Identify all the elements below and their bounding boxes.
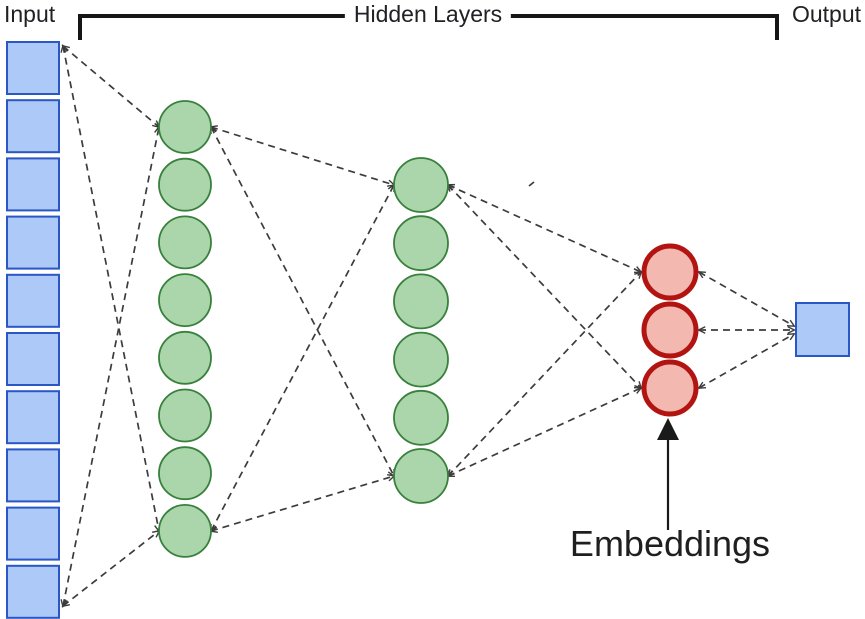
connection-line xyxy=(446,386,643,478)
connection-line xyxy=(209,125,396,187)
input-node xyxy=(6,390,60,445)
hidden-layer-1-node xyxy=(158,504,212,558)
input-node xyxy=(6,41,60,95)
network-nodes xyxy=(6,41,850,619)
connection-line xyxy=(60,125,162,608)
hidden-layer-2-node xyxy=(393,331,449,388)
input-node xyxy=(6,273,60,328)
connection-line xyxy=(209,474,396,533)
embedding-node xyxy=(641,301,699,359)
output-layer-label: Output xyxy=(791,1,861,27)
input-node xyxy=(6,564,60,619)
hidden-layers-label: Hidden Layers xyxy=(344,1,512,27)
hidden-layer-1-node xyxy=(158,157,212,212)
connection-line xyxy=(446,270,643,478)
hidden-layer-1-node xyxy=(158,215,212,270)
hidden-layer-1-node xyxy=(158,388,212,443)
stray-mark xyxy=(528,181,535,187)
connection-line xyxy=(210,125,395,478)
embeddings-label: Embeddings xyxy=(569,523,771,564)
input-layer-label: Input xyxy=(4,1,56,27)
input-node xyxy=(6,506,60,561)
connections xyxy=(60,44,797,608)
connection-line xyxy=(697,271,796,327)
input-node xyxy=(6,448,60,503)
embeddings-arrowhead xyxy=(657,418,679,440)
input-node xyxy=(6,157,60,212)
connection-line xyxy=(697,333,796,389)
hidden-layer-2-node xyxy=(393,157,449,213)
connection-line xyxy=(61,44,161,129)
connection-line xyxy=(210,183,395,533)
hidden-layer-1-node xyxy=(158,330,212,385)
input-node xyxy=(6,215,60,270)
connection-line xyxy=(61,529,161,608)
hidden-layer-2-node xyxy=(393,448,449,504)
hidden-layer-1-node xyxy=(158,100,212,154)
connection-line xyxy=(446,183,643,274)
hidden-layer-2-node xyxy=(393,215,449,272)
input-node xyxy=(6,99,60,154)
hidden-layer-2-node xyxy=(393,389,449,446)
embedding-node xyxy=(641,359,699,417)
hidden-layer-1-node xyxy=(158,273,212,328)
connection-line xyxy=(60,44,162,533)
embedding-node xyxy=(641,243,699,301)
input-node xyxy=(6,332,60,386)
connection-line xyxy=(446,183,643,390)
hidden-layer-2-node xyxy=(393,273,449,330)
embeddings-annotation-arrow xyxy=(657,418,679,530)
output-node xyxy=(795,302,850,357)
hidden-layer-1-node xyxy=(158,446,212,501)
